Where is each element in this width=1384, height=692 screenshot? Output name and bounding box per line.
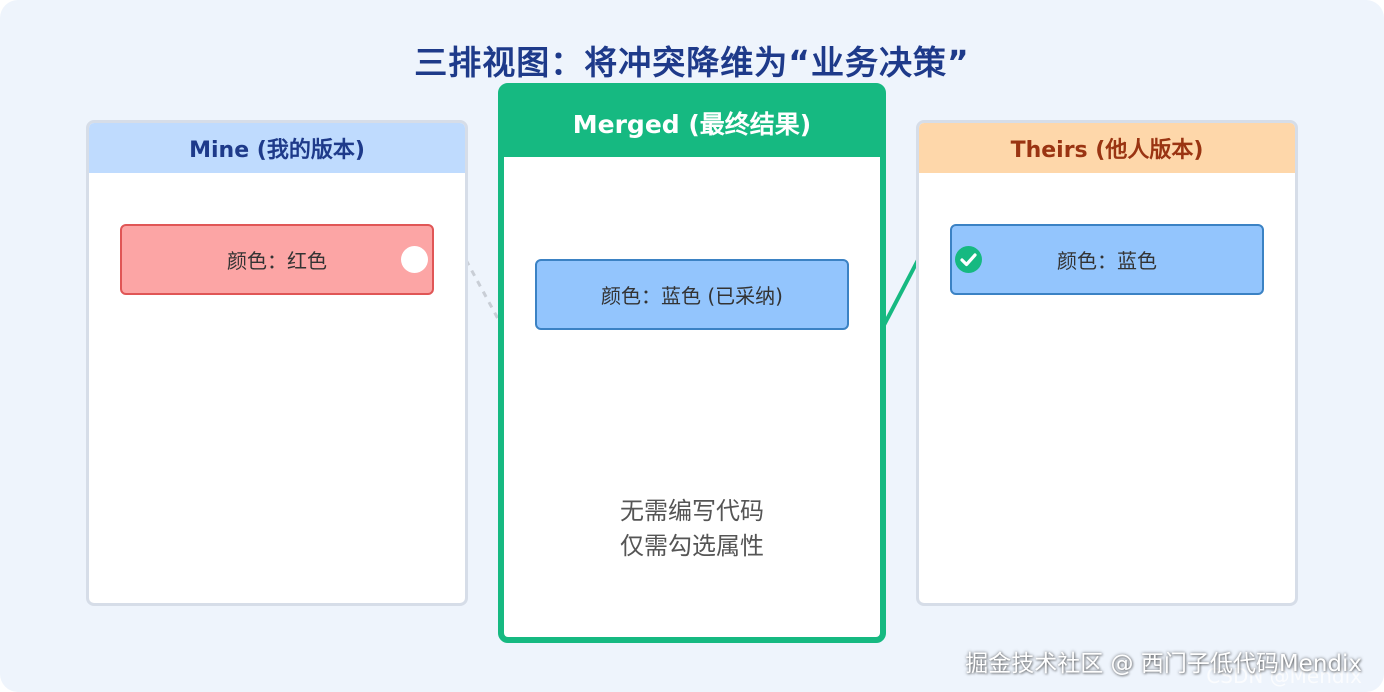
theirs-color-option[interactable]: 颜色：蓝色	[950, 224, 1264, 295]
mine-color-option[interactable]: 颜色：红色	[120, 224, 434, 295]
theirs-panel: Theirs (他人版本)	[916, 120, 1298, 606]
mine-color-label: 颜色：红色	[227, 249, 327, 273]
note-line-1: 无需编写代码	[620, 497, 764, 525]
theirs-panel-header: Theirs (他人版本)	[919, 123, 1295, 173]
merged-color-label: 颜色：蓝色 (已采纳)	[601, 284, 783, 308]
mine-panel: Mine (我的版本)	[86, 120, 468, 606]
check-circle-icon[interactable]	[955, 246, 982, 273]
page-title: 三排视图：将冲突降维为“业务决策”	[414, 43, 970, 82]
merged-panel-header: Merged (最终结果)	[504, 89, 880, 157]
note-line-2: 仅需勾选属性	[620, 532, 764, 560]
mine-panel-header: Mine (我的版本)	[89, 123, 465, 173]
radio-unselected-icon[interactable]	[401, 246, 428, 273]
merged-note: 无需编写代码 仅需勾选属性	[498, 494, 886, 564]
mine-connector-dashed	[464, 259, 505, 329]
watermark-primary: 掘金技术社区 @ 西门子低代码Mendix	[965, 651, 1362, 677]
theirs-color-label: 颜色：蓝色	[1057, 249, 1157, 273]
merged-panel: Merged (最终结果)	[498, 83, 886, 643]
watermark-secondary: CSDN @Mendix	[1206, 664, 1362, 688]
theirs-connector-solid	[881, 259, 920, 328]
merged-color-result: 颜色：蓝色 (已采纳)	[535, 259, 849, 330]
